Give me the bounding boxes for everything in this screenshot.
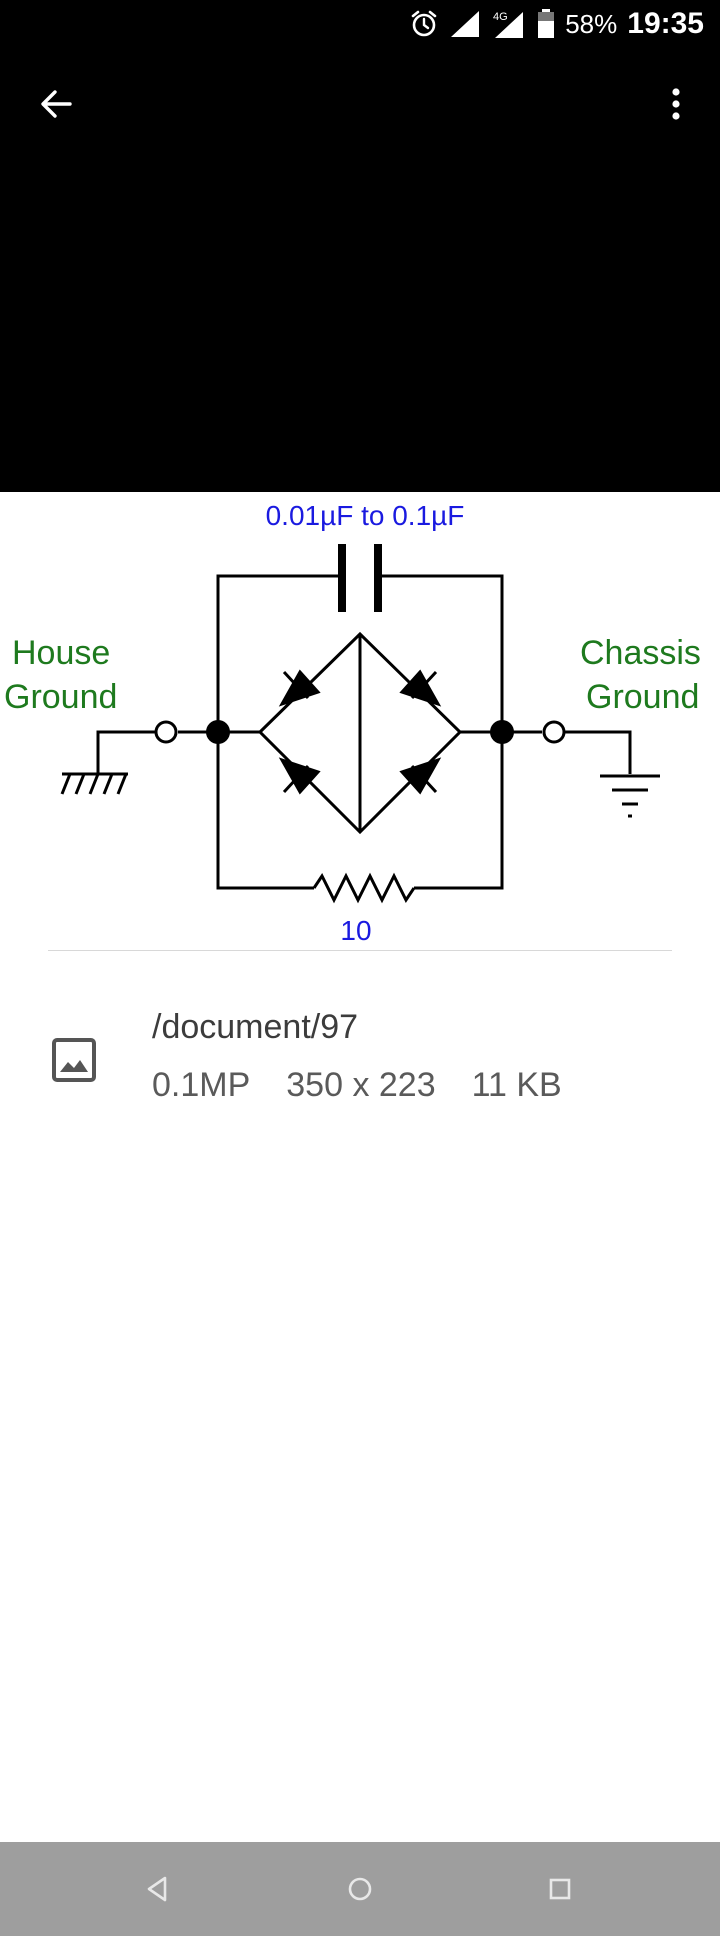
capacitor-label: 0.01µF to 0.1µF bbox=[266, 500, 465, 531]
displayed-image[interactable]: 0.01µF to 0.1µF bbox=[0, 492, 720, 952]
image-metadata: 0.1MP 350 x 223 11 KB bbox=[152, 1066, 562, 1105]
status-icons: 4G 58% 19:35 bbox=[409, 6, 704, 42]
nav-home-button[interactable] bbox=[332, 1864, 388, 1914]
image-icon bbox=[50, 1036, 98, 1084]
status-bar: 4G 58% 19:35 bbox=[0, 0, 720, 48]
viewer-toolbar bbox=[0, 56, 720, 152]
more-vert-icon bbox=[672, 88, 680, 120]
image-file-size: 11 KB bbox=[471, 1066, 562, 1104]
status-clock: 19:35 bbox=[627, 7, 704, 40]
image-details: /document/97 0.1MP 350 x 223 11 KB bbox=[0, 1000, 720, 1120]
more-options-button[interactable] bbox=[646, 74, 706, 134]
battery-percentage: 58% bbox=[565, 8, 618, 39]
image-dimensions: 350 x 223 bbox=[286, 1066, 436, 1104]
circle-home-icon bbox=[348, 1877, 372, 1901]
signal-4g-icon: 4G bbox=[491, 8, 527, 40]
back-button[interactable] bbox=[26, 74, 86, 134]
nav-recents-button[interactable] bbox=[532, 1864, 588, 1914]
left-label-line1: House bbox=[12, 634, 110, 672]
alarm-icon bbox=[409, 9, 439, 39]
viewer-background bbox=[0, 0, 720, 492]
right-label-line2: Ground bbox=[586, 678, 699, 716]
signal-icon bbox=[449, 9, 481, 39]
file-path: /document/97 bbox=[152, 1008, 359, 1046]
square-recents-icon bbox=[549, 1878, 571, 1900]
left-label-line2: Ground bbox=[4, 678, 117, 716]
triangle-back-icon bbox=[147, 1876, 167, 1902]
circuit-schematic: 0.01µF to 0.1µF bbox=[4, 500, 701, 946]
resistor-label: 10 bbox=[340, 915, 371, 946]
image-megapixels: 0.1MP bbox=[152, 1066, 251, 1104]
network-type-label: 4G bbox=[493, 11, 508, 23]
arrow-left-icon bbox=[41, 90, 72, 118]
divider bbox=[48, 950, 672, 951]
navigation-bar bbox=[0, 1842, 720, 1936]
nav-back-button[interactable] bbox=[130, 1864, 186, 1914]
battery-icon bbox=[537, 9, 555, 39]
right-label-line1: Chassis bbox=[580, 634, 701, 672]
